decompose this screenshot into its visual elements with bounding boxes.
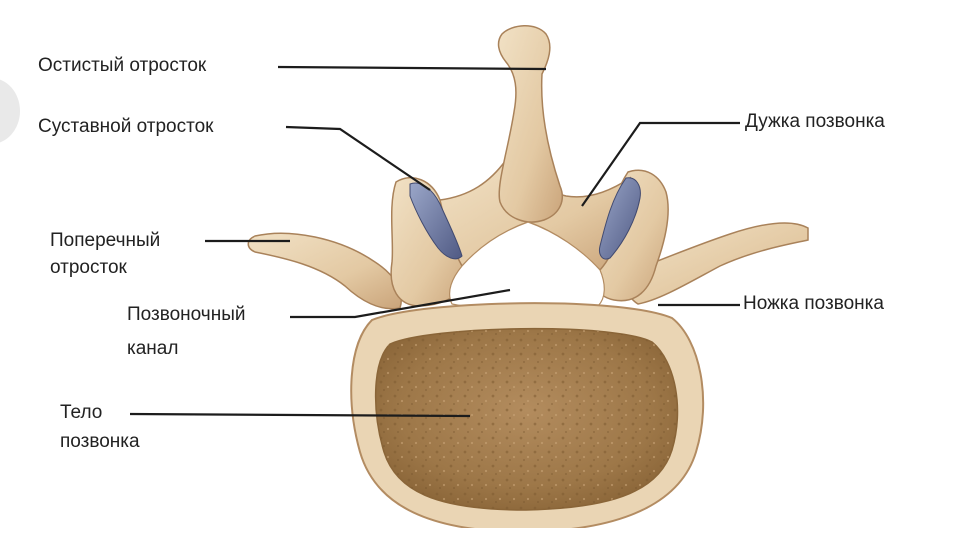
label-vertebral-canal-line1: Позвоночный xyxy=(127,301,245,329)
label-spinous-process: Остистый отросток xyxy=(38,52,206,80)
bottom-mask xyxy=(318,528,955,539)
leader-spinous-process xyxy=(278,67,546,69)
label-transverse-process-line1: Поперечный xyxy=(50,227,160,255)
label-vertebral-body-line1: Тело xyxy=(60,399,102,427)
vertebral-body-shape xyxy=(351,303,703,532)
label-vertebral-arch: Дужка позвонка xyxy=(745,108,885,136)
label-articular-process: Суставной отросток xyxy=(38,113,213,141)
label-vertebral-canal-line2: канал xyxy=(127,335,178,363)
label-vertebral-body-line2: позвонка xyxy=(60,428,140,456)
label-transverse-process-line2: отросток xyxy=(50,254,127,282)
label-pedicle: Ножка позвонка xyxy=(743,290,884,318)
